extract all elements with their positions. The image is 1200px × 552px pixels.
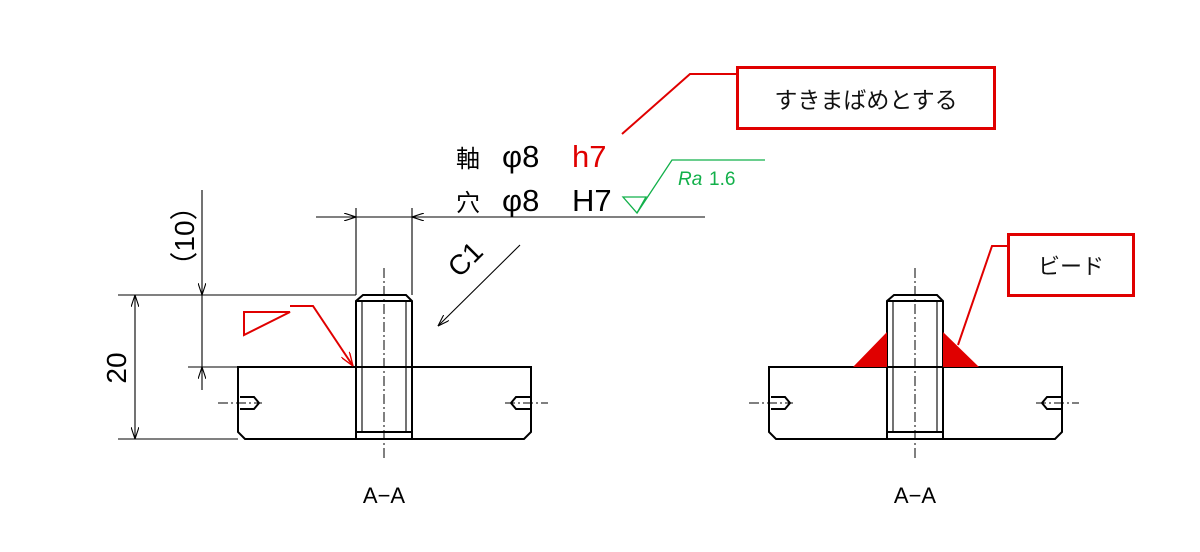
left-hole-right [505, 396, 548, 410]
left-hole-left [218, 396, 262, 410]
hole-symbol: φ8 [502, 183, 539, 218]
fit-callout-text: すきまばめとする [774, 88, 958, 114]
hole-tolerance: H7 [572, 183, 612, 218]
right-view-label: A−A [894, 483, 937, 508]
left-base-plate [237, 366, 532, 440]
roughness-param: Ra [678, 169, 702, 190]
left-section-view [218, 268, 548, 458]
dim-pin-diameter [316, 208, 705, 295]
left-view-label: A−A [363, 483, 406, 508]
shaft-label: 軸 [456, 145, 480, 173]
dim-ref-height-text: （10） [169, 192, 200, 279]
right-hole-left [749, 396, 793, 410]
dim-ref-height [188, 190, 238, 390]
bead-callout-leader [957, 245, 1008, 346]
weld-bead-left [853, 332, 887, 367]
fit-callout-leader [621, 73, 736, 135]
right-base-plate [768, 366, 1063, 440]
roughness-value: 1.6 [709, 169, 735, 190]
shaft-tolerance: h7 [572, 139, 606, 174]
bead-callout-text: ビード [1037, 255, 1104, 280]
right-hole-right [1036, 396, 1079, 410]
hole-label: 穴 [456, 189, 480, 217]
dim-chamfer-text: C1 [442, 236, 489, 283]
weld-bead-right [943, 332, 979, 367]
dim-chamfer [438, 244, 521, 326]
bead-callout-box: ビード [1007, 233, 1135, 297]
right-section-view [749, 268, 1079, 458]
weld-symbol [243, 305, 353, 366]
shaft-symbol: φ8 [502, 139, 539, 174]
dim-total-height-text: 20 [101, 352, 132, 383]
dim-total-height [118, 294, 356, 440]
surface-roughness-symbol: Ra 1.6 [621, 159, 765, 215]
fit-designation: 軸 φ8 h7 穴 φ8 H7 [456, 139, 612, 218]
fit-callout-box: すきまばめとする [736, 66, 996, 130]
